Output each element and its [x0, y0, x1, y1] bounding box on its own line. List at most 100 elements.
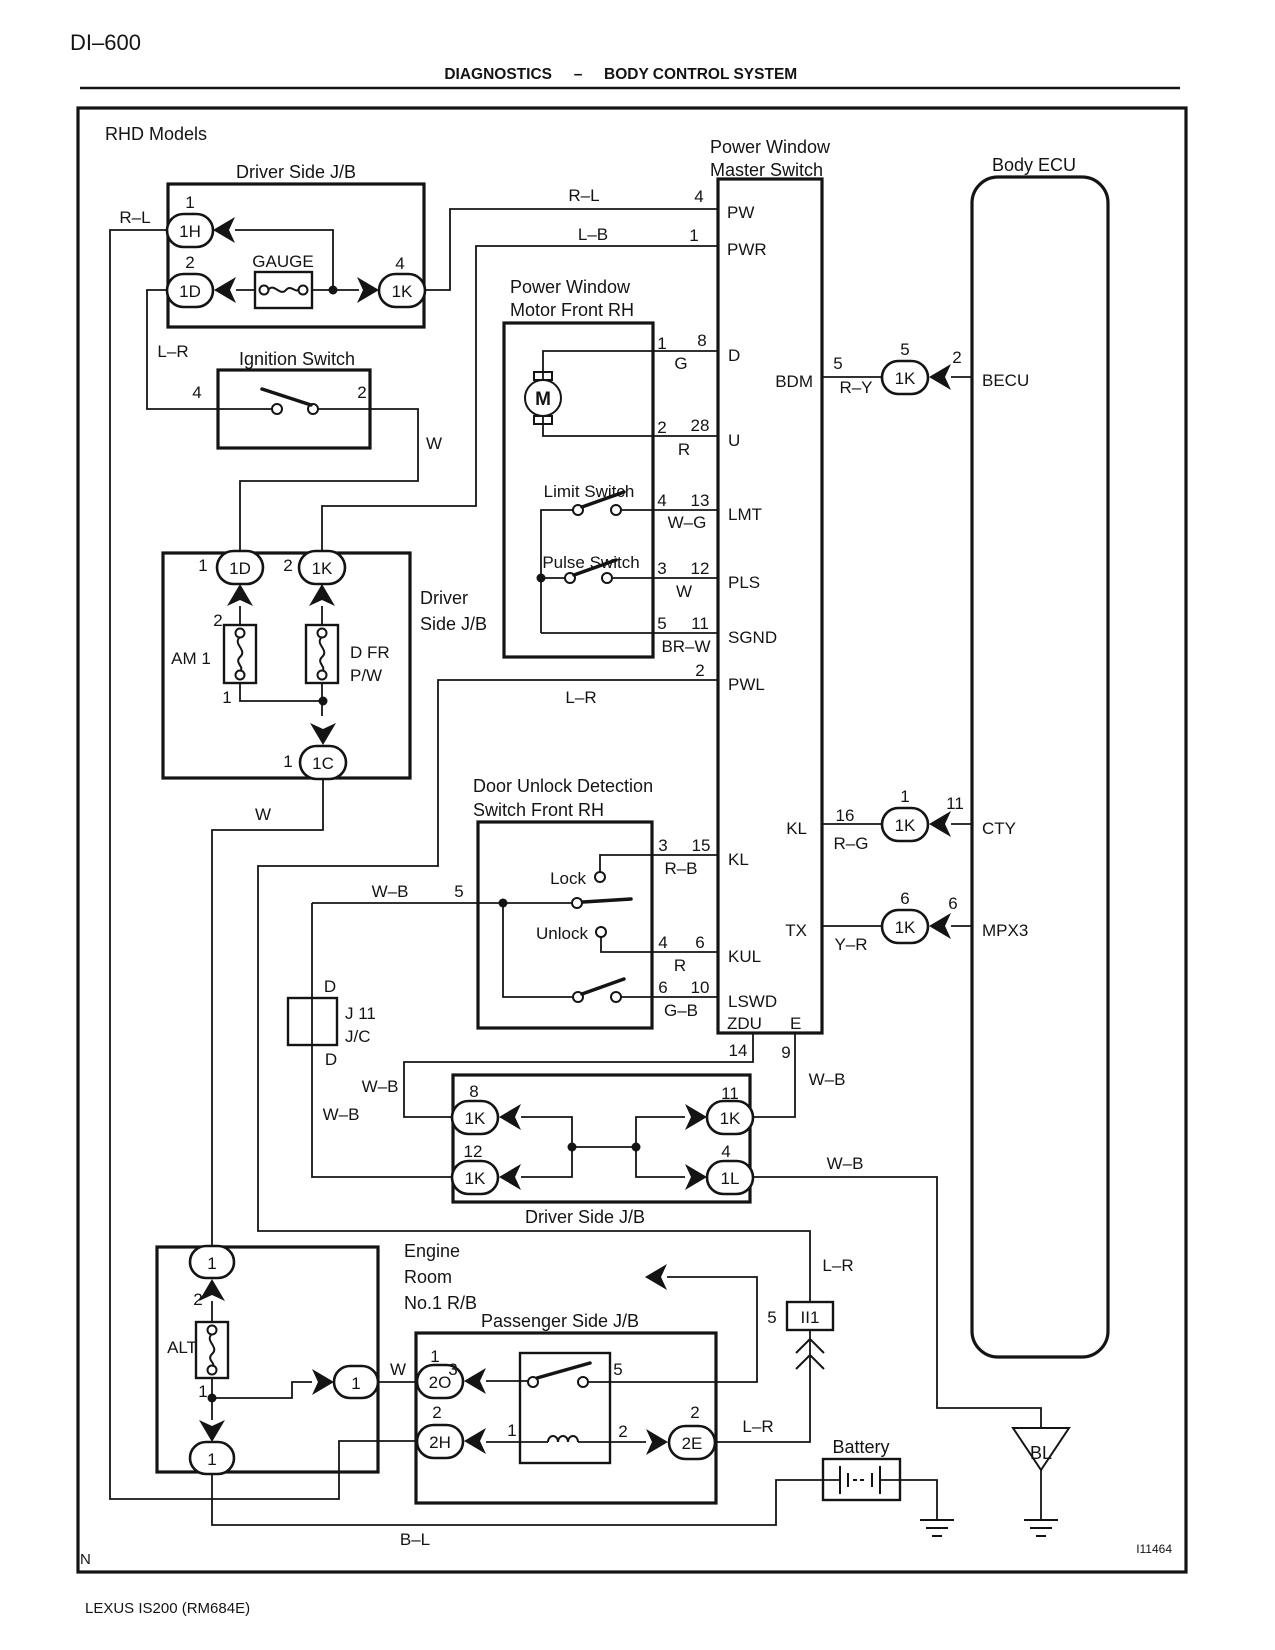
wire-wb-zdu: W–B — [362, 1077, 399, 1096]
junction-door-common — [498, 898, 508, 908]
wire-r-kul — [600, 937, 718, 953]
junction-alt — [207, 1393, 217, 1403]
relay-icon — [527, 1361, 592, 1443]
pin-kul-6: 6 — [695, 933, 704, 952]
pin-d-1: 1 — [657, 334, 666, 353]
pin-relay-5: 5 — [613, 1360, 622, 1379]
wire-w-c: W — [255, 805, 271, 824]
pin-bdm-5: 5 — [833, 354, 842, 373]
conn-2e: 2E — [682, 1434, 703, 1453]
port-kl-right: KL — [786, 819, 807, 838]
wire-wb-1l: W–B — [827, 1154, 864, 1173]
wire-w-a: W — [426, 434, 442, 453]
pin-d-8: 8 — [697, 331, 706, 350]
wire-limit-common — [540, 509, 573, 633]
wire-rl-a: R–L — [119, 208, 150, 227]
pin-kl-15: 15 — [692, 836, 711, 855]
title-door-2: Switch Front RH — [473, 800, 604, 820]
connector-1k-11 — [705, 1099, 755, 1136]
arrow-into-2o-icon — [464, 1368, 486, 1394]
title-driver-jb-top: Driver Side J/B — [236, 162, 356, 182]
page-code: DI–600 — [70, 30, 141, 55]
pin-pw-4: 4 — [694, 187, 703, 206]
pin-relay-3: 3 — [448, 1360, 457, 1379]
diagram-border — [76, 106, 1188, 1574]
arrow-down-1c-icon — [310, 723, 336, 745]
port-tx: TX — [785, 921, 807, 940]
port-pw: PW — [727, 203, 754, 222]
port-lswd: LSWD — [728, 992, 777, 1011]
figure-id: I11464 — [1136, 1542, 1172, 1556]
power-window-motor-box — [502, 321, 655, 659]
label-d-bot: D — [325, 1050, 337, 1069]
pin-2o-1: 1 — [430, 1347, 439, 1366]
title-eng-1: Engine — [404, 1241, 460, 1261]
pin-ign-4: 4 — [192, 383, 201, 402]
pin-sgnd-5: 5 — [657, 614, 666, 633]
pin-bdm-1k-5: 5 — [900, 340, 909, 359]
connector-1c — [298, 744, 348, 781]
limit-switch-icon — [572, 490, 626, 516]
pin-coil-1: 1 — [507, 1421, 516, 1440]
title-door-1: Door Unlock Detection — [473, 776, 653, 796]
label-unlock: Unlock — [536, 924, 588, 943]
component-boxes — [155, 175, 1110, 1505]
arrow-up-eng-icon — [199, 1279, 225, 1301]
pin-zdu-14: 14 — [729, 1041, 748, 1060]
title-battery: Battery — [832, 1437, 889, 1457]
connector-1k-bdm — [880, 359, 930, 396]
pin-1d-2: 2 — [185, 253, 194, 272]
wire-r-l-pw — [425, 208, 718, 291]
label-pulse-switch: Pulse Switch — [542, 553, 639, 572]
title-pwms-1: Power Window — [710, 137, 831, 157]
pin-1h-1: 1 — [185, 193, 194, 212]
connector-1k-top — [377, 272, 427, 309]
conn-1d-a: 1D — [179, 282, 201, 301]
port-pls: PLS — [728, 573, 760, 592]
label-m: M — [535, 389, 551, 410]
connector-1l — [705, 1159, 755, 1196]
conn-1k-a: 1K — [392, 282, 413, 301]
junction-mid-jb — [318, 696, 328, 706]
wire-l-r-2e-ii1 — [715, 1330, 811, 1443]
pin-pwr-1: 1 — [689, 226, 698, 245]
wire-w-b-zdu — [403, 1033, 754, 1118]
wire-ry: R–Y — [839, 378, 872, 397]
label-d-top: D — [324, 977, 336, 996]
pin-coil-2: 2 — [618, 1422, 627, 1441]
title-djb-mid-1: Driver — [420, 588, 468, 608]
wire-b-l-battery — [211, 1474, 823, 1526]
bl-ground-triangle-icon — [1011, 1427, 1071, 1472]
label-lock: Lock — [550, 869, 586, 888]
pin-ign-2: 2 — [357, 383, 366, 402]
pin-lmt-13: 13 — [691, 491, 710, 510]
wire-lb: L–B — [578, 225, 608, 244]
label-dfr-2: P/W — [350, 666, 382, 685]
wire-wb-e: W–B — [809, 1070, 846, 1089]
label-bl: BL — [1030, 1443, 1052, 1463]
pin-mpx3-6: 6 — [948, 894, 957, 913]
pin-am1-2: 2 — [213, 611, 222, 630]
title-pass-jb: Passenger Side J/B — [481, 1311, 639, 1331]
port-zdu: ZDU — [727, 1014, 762, 1033]
connector-1k-tx — [880, 908, 930, 945]
arrow-into-1d-icon — [214, 277, 236, 303]
conn-2o: 2O — [429, 1373, 452, 1392]
symbols — [206, 284, 1071, 1537]
wire-jb-internal-right — [635, 1116, 685, 1178]
arrow-up-1d-icon — [227, 584, 253, 606]
arrow-into-1k12-icon — [499, 1164, 521, 1190]
port-u: U — [728, 431, 740, 450]
wire-jb-internal-left — [521, 1116, 573, 1178]
conn-1k-11: 1K — [720, 1109, 741, 1128]
passenger-side-jb-box — [414, 1331, 718, 1505]
corner-note: N — [80, 1551, 91, 1568]
arrow-into-2h-icon — [464, 1428, 486, 1454]
hdr-dash: – — [574, 66, 583, 83]
wire-eng-branch — [212, 1381, 312, 1399]
title-eng-2: Room — [404, 1267, 452, 1287]
arrow-into-1k-kl-icon — [929, 811, 951, 837]
wire-lr-2e: L–R — [742, 1417, 773, 1436]
wire-w-eng: W — [390, 1360, 406, 1379]
